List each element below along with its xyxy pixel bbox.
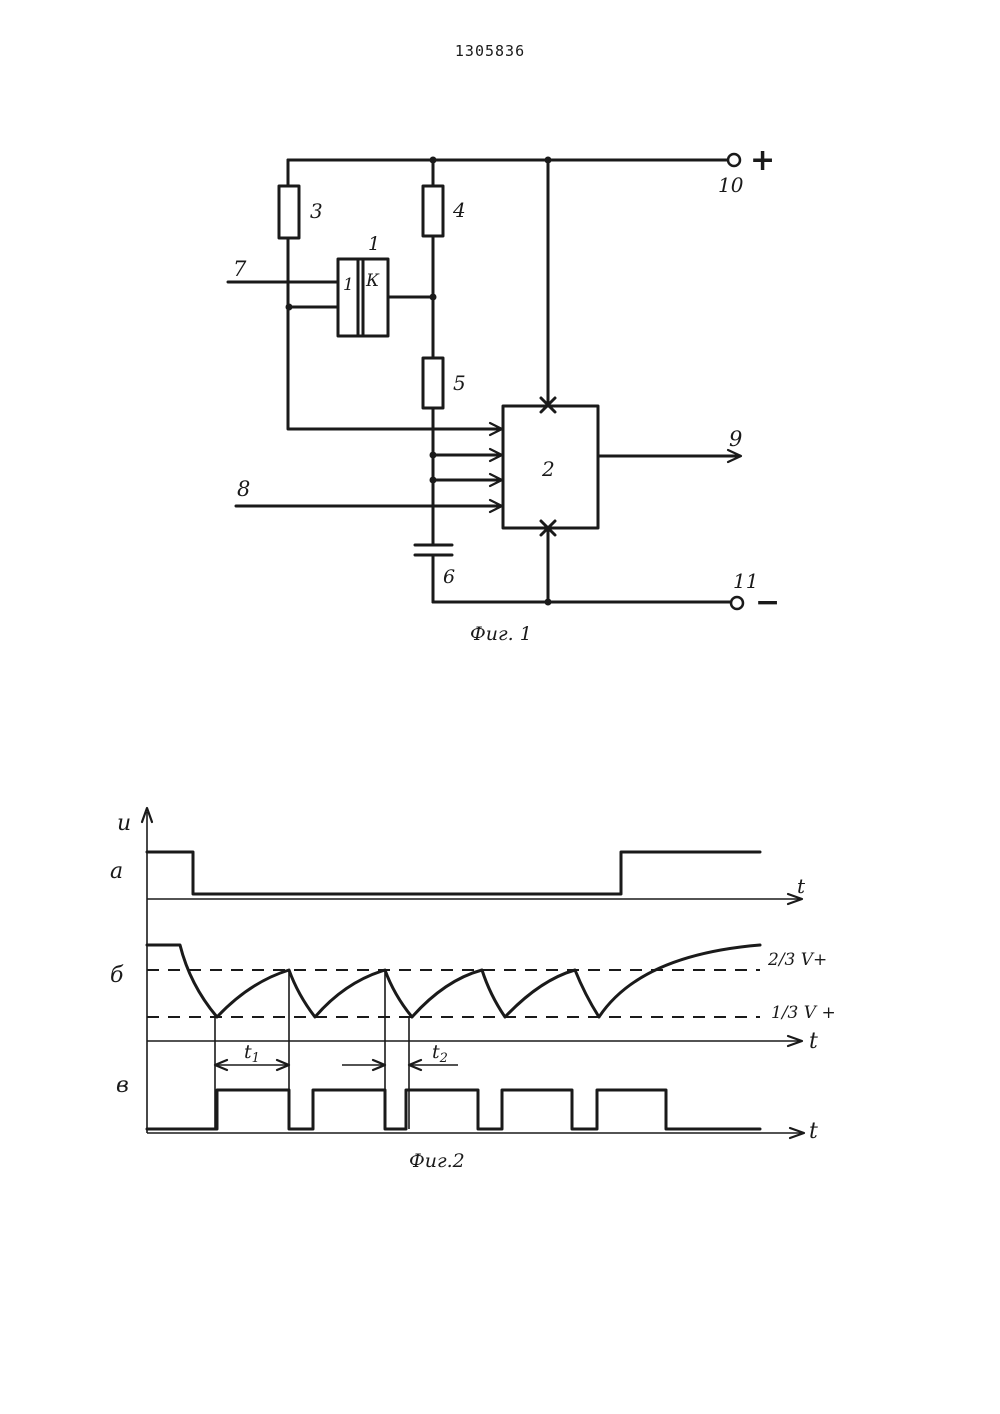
label-1: 1 [368,233,380,255]
fig1-circuit: 3 4 5 6 7 8 9 10 11 1 1 К 2 + − Фиг. 1 [228,143,780,645]
fig2-caption: Фиг.2 [409,1150,465,1172]
label-element-1-right: К [365,271,380,291]
fig2-timing: u а t б 2/3 V+ 1/3 V + t t1 t [110,808,836,1172]
label-lower-level: 1/3 V + [771,1003,836,1023]
label-6: 6 [443,566,455,588]
fig1-caption: Фиг. 1 [470,623,532,645]
label-4: 4 [452,198,466,222]
terminal-10 [728,154,740,166]
label-t-a: t [797,874,806,898]
wire [288,238,500,429]
label-t-v: t [809,1119,818,1144]
label-minus: − [755,585,780,620]
label-u: u [117,811,131,836]
label-v: в [116,1073,129,1098]
trace-b [147,945,760,1017]
label-8: 8 [237,477,250,501]
capacitor-6 [415,545,452,555]
element-1-divider [358,259,363,336]
label-3: 3 [310,199,323,223]
trace-v [147,1090,760,1129]
label-7: 7 [233,257,247,281]
label-element-1-left: 1 [343,275,354,295]
label-upper-level: 2/3 V+ [767,950,827,970]
label-5: 5 [453,371,466,395]
label-t2-span: t2 [432,1041,448,1066]
junction-dot [545,599,552,606]
label-a: а [110,859,123,884]
label-2: 2 [541,457,555,481]
trace-a [147,852,760,894]
label-t1-span: t1 [244,1041,260,1066]
label-t-b: t [809,1029,818,1054]
label-b: б [110,963,124,988]
resistor-4 [423,186,443,236]
terminal-11 [731,597,743,609]
label-plus: + [750,143,775,178]
resistor-3 [279,186,299,238]
label-10: 10 [718,173,744,197]
label-9: 9 [729,427,742,451]
resistor-5 [423,358,443,408]
